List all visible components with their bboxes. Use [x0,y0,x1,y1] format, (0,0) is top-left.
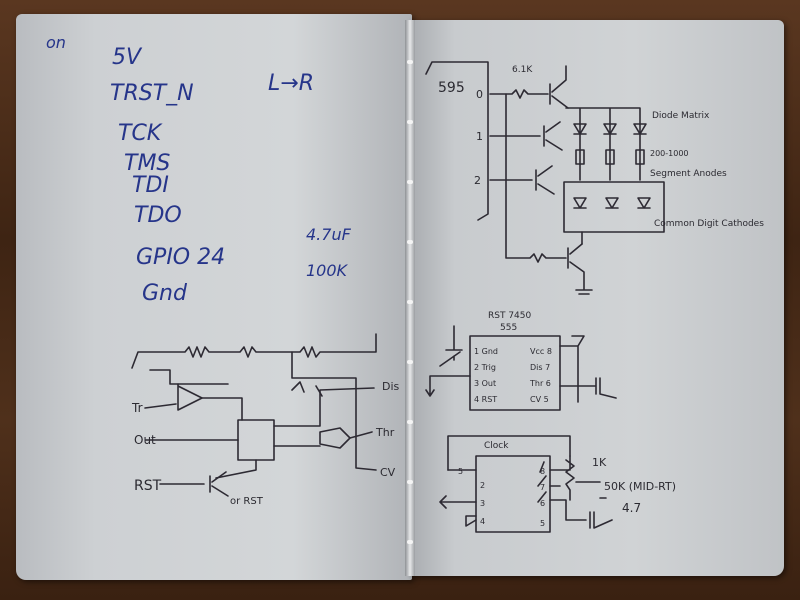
signal-tdi: TDI [132,173,169,198]
clock-resistor-1k: 1K [592,456,607,469]
ic2-pin-left-3: 3 [480,499,485,508]
ic1-pin-4: 4 RST [474,395,497,404]
notebook-spine [405,20,415,576]
ic1-pin-1: 1 Gnd [474,347,498,356]
ic1-subtitle: 555 [500,323,517,333]
ic2-pin-left-1: 5 [458,467,463,476]
binding-stitch [407,480,413,484]
chip-595-label: 595 [438,80,465,96]
clock-capacitor-note: 4.7 [622,501,641,515]
ic1-pin-8: Vcc 8 [530,347,552,356]
binding-stitch [407,120,413,124]
signal-5v: 5V [112,45,143,70]
timer-internal-schematic [131,333,377,497]
diode-matrix-schematic [425,61,665,295]
ic2-pin-left-2: 2 [480,481,485,490]
signal-tms: TMS [124,151,170,176]
ic2-pin-left-4: 4 [480,517,485,526]
left-notebook-page [16,14,412,580]
binding-stitch [407,180,413,184]
resistor-range-note: 200-1000 [650,149,689,158]
pin-discharge-label: Dis [382,380,400,393]
clock-circuit-diagram [439,435,613,533]
pin-output-label: Out [134,433,156,447]
ic1-pin-2: 2 Trig [474,363,496,372]
ic2-title: Clock [484,441,509,451]
signal-gpio: GPIO 24 [136,245,225,270]
pin-trigger-label: Tr [131,401,143,415]
ic2-pin-right-7: 7 [540,483,545,492]
pin-1-label: 1 [476,130,483,143]
binding-stitch [407,60,413,64]
binding-stitch [407,540,413,544]
resistor-note: 100K [306,261,349,280]
pin-2-label: 2 [474,174,481,187]
binding-stitch [407,420,413,424]
signal-tdo: TDO [134,203,182,228]
signal-gnd: Gnd [142,281,188,306]
right-notebook-page [410,20,784,576]
signal-tck: TCK [118,121,163,146]
pin-reset-label: RST [134,478,162,494]
ic1-pin-7: Dis 7 [530,363,550,372]
ic1-pin-6: Thr 6 [529,379,551,388]
binding-stitch [407,300,413,304]
segment-anodes-note: Segment Anodes [650,169,727,179]
binding-stitch [407,360,413,364]
capacitor-note: 4.7uF [306,225,352,244]
ic2-pin-right-8: 8 [540,467,545,476]
common-cathodes-note: Common Digit Cathodes [654,219,764,229]
signal-trst: TRST_N [110,81,194,106]
direction-note: L→R [268,71,314,96]
binding-stitch [407,240,413,244]
timer-pinout-diagram [425,325,617,411]
ic1-pin-5: CV 5 [530,395,549,404]
pin-control-label: CV [380,466,396,479]
resistor-top-label: 6.1K [512,65,533,75]
ic1-title: RST 7450 [488,311,532,321]
pin-0-label: 0 [476,88,483,101]
ic2-pin-right-6: 6 [540,499,545,508]
corner-note: on [46,33,66,52]
ic2-pin-right-5: 5 [540,519,545,528]
pin-threshold-label: Thr [375,426,395,439]
clock-resistor-50k: 50K (MID-RT) [604,480,676,493]
reset-note: or RST [230,496,264,507]
diode-matrix-note: Diode Matrix [652,111,710,121]
ic1-pin-3: 3 Out [474,379,496,388]
